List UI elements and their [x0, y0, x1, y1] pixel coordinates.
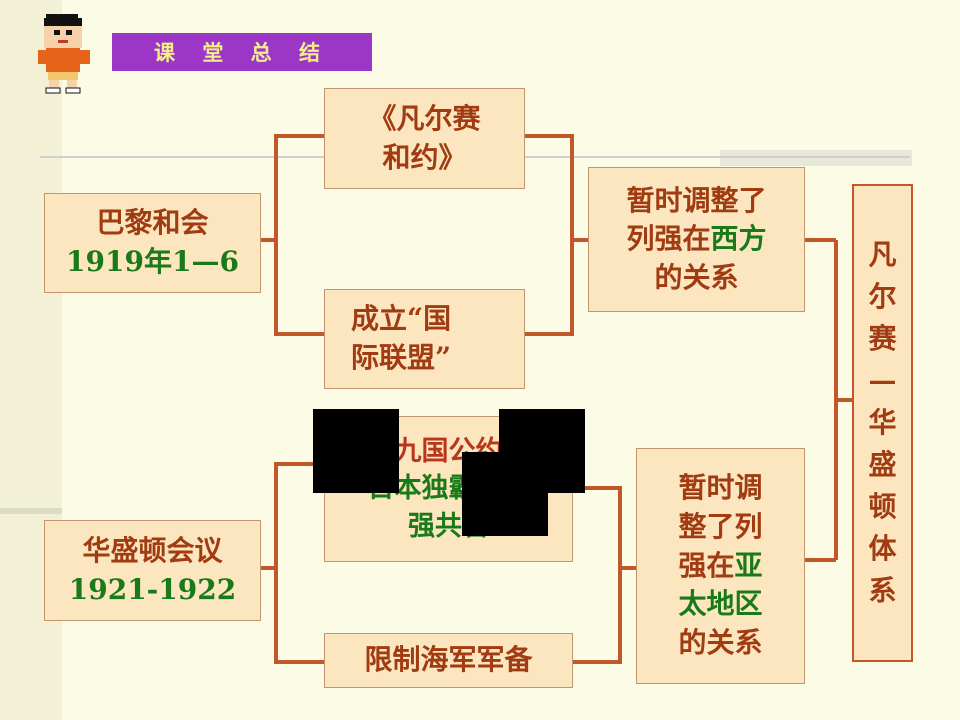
asia-adjust-line5: 的关系: [678, 625, 763, 659]
asia-adjust-line2: 整了列: [678, 510, 763, 544]
cartoon-boy-mascot-icon: [38, 14, 90, 94]
redaction-block: [462, 452, 548, 536]
naval-limit-box: 限制海军军备: [324, 633, 573, 688]
asia-adjust-box: 暂时调 整了列 强在亚 太地区 的关系: [636, 448, 805, 684]
system-char: 系: [868, 574, 897, 607]
versailles-treaty-box: 《凡尔赛 和约》: [324, 88, 525, 189]
system-char: 华: [868, 406, 897, 439]
system-char: 体: [868, 532, 897, 565]
page-title: 课 堂 总 结: [112, 33, 372, 71]
naval-limit-label: 限制海军军备: [364, 643, 533, 677]
asia-adjust-line3a: 强在: [678, 548, 735, 582]
paris-conference-label: 巴黎和会: [96, 206, 209, 240]
system-char: 凡: [868, 238, 897, 271]
washington-conference-box: 华盛顿会议 1921-1922: [44, 520, 261, 621]
redaction-block: [313, 409, 399, 493]
system-char: 顿: [868, 490, 897, 523]
washington-conference-dates: 1921-1922: [68, 572, 237, 606]
paris-conference-dates: 1919年1—6: [66, 245, 239, 278]
system-char: 盛: [868, 448, 897, 481]
system-char: 尔: [868, 280, 897, 313]
asia-adjust-line3b: 亚: [734, 548, 763, 582]
rule-shade: [720, 150, 912, 166]
versailles-treaty-line2: 和约》: [382, 140, 467, 174]
versailles-treaty-line1: 《凡尔赛: [368, 101, 481, 135]
west-adjust-line2a: 列强在: [626, 222, 711, 256]
washington-conference-label: 华盛顿会议: [82, 533, 223, 567]
west-adjust-line1: 暂时调整了: [626, 183, 767, 217]
west-adjust-line2b: 西方: [710, 222, 767, 256]
system-char: —: [868, 364, 897, 397]
versailles-washington-system-box: 凡 尔 赛 — 华 盛 顿 体 系: [852, 184, 913, 662]
west-adjust-line3: 的关系: [654, 260, 739, 294]
system-char: 赛: [868, 322, 897, 355]
left-band-edge: [0, 508, 62, 514]
league-line1: 成立“国: [351, 302, 452, 336]
paris-conference-box: 巴黎和会 1919年1—6: [44, 193, 261, 293]
asia-adjust-line1: 暂时调: [678, 471, 763, 505]
league-of-nations-box: 成立“国 际联盟”: [324, 289, 525, 389]
league-line2: 际联盟”: [351, 341, 452, 374]
west-adjust-box: 暂时调整了 列强在西方 的关系: [588, 167, 805, 312]
asia-adjust-line4: 太地区: [678, 587, 763, 621]
